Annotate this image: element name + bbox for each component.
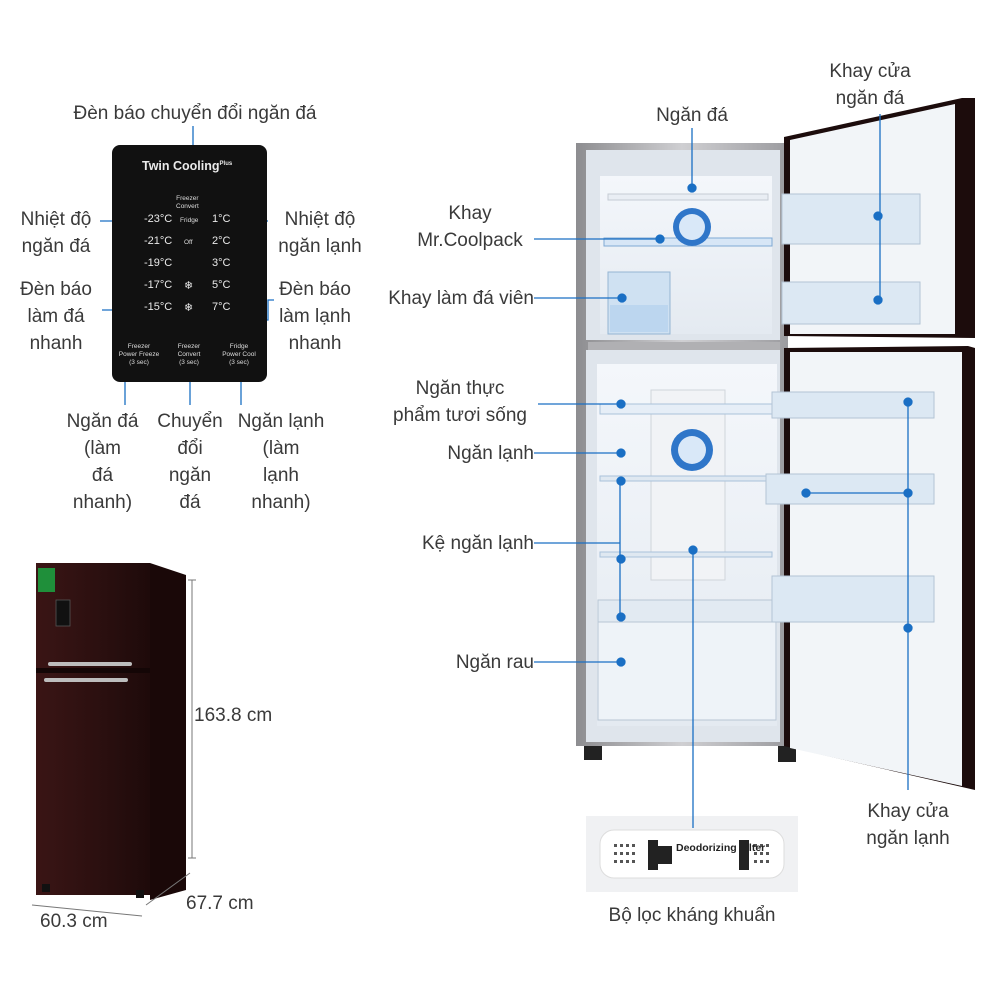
fridge-temp-1: 1°C xyxy=(212,213,231,225)
label-fresh-food: Ngăn thực phẩm tươi sống xyxy=(393,378,527,426)
label-fridge-compartment: Ngăn lạnh xyxy=(447,443,534,464)
fridge-temp-3: 3°C xyxy=(212,257,231,269)
label-ice-tray: Khay làm đá viên xyxy=(388,288,534,309)
fridge-temp-5: 7°C xyxy=(212,301,231,313)
callout-lines xyxy=(100,114,913,828)
label-fridge-temp: Nhiệt độ ngăn lạnh xyxy=(278,209,362,257)
label-coolpack-tray: Khay Mr.Coolpack xyxy=(417,203,523,251)
label-freezer-door-tray: Khay cửa ngăn đá xyxy=(829,61,911,109)
convert-off-label: Off xyxy=(184,239,193,246)
label-fridge-shelf: Kệ ngăn lạnh xyxy=(422,533,534,554)
freezer-temp-4: -17°C xyxy=(144,279,173,291)
freezer-temp-2: -21°C xyxy=(144,235,173,247)
freezer-convert-button[interactable]: Freezer Convert (3 sec) xyxy=(177,343,201,366)
filter-text: Deodorizing Filter xyxy=(676,842,766,854)
freezer-temp-5: -15°C xyxy=(144,301,173,313)
fast-cool-icon: ❄ xyxy=(184,302,194,314)
label-freezer-compartment: Ngăn đá xyxy=(656,105,728,126)
control-panel: Twin CoolingPlus -23°C -21°C -19°C -17°C… xyxy=(112,145,267,382)
label-fast-freeze-light: Đèn báo làm đá nhanh xyxy=(20,279,92,354)
open-fridge xyxy=(576,98,975,790)
label-convert-indicator: Đèn báo chuyển đổi ngăn đá xyxy=(73,103,317,124)
convert-indicator-label: Freezer Convert xyxy=(176,195,199,210)
freezer-power-freeze-button[interactable]: Freezer Power Freeze (3 sec) xyxy=(118,343,160,366)
fridge-temp-2: 2°C xyxy=(212,235,231,247)
label-fridge-fast: Ngăn lạnh (làm lạnh nhanh) xyxy=(237,411,325,513)
small-fridge xyxy=(31,563,196,917)
label-filter: Bộ lọc kháng khuẩn xyxy=(608,905,776,926)
dimension-height: 163.8 cm xyxy=(194,705,273,726)
freezer-temp-1: -23°C xyxy=(144,213,173,225)
label-freezer-fast: Ngăn đá (làm đá nhanh) xyxy=(66,411,139,513)
convert-fridge-label: Fridge xyxy=(180,217,199,224)
dimension-width: 60.3 cm xyxy=(40,911,108,932)
freezer-temp-3: -19°C xyxy=(144,257,173,269)
label-freezer-temp: Nhiệt độ ngăn đá xyxy=(20,209,92,257)
filter-illustration xyxy=(586,816,798,892)
label-fridge-door-tray: Khay cửa ngăn lạnh xyxy=(866,801,950,849)
fast-freeze-icon: ❄ xyxy=(184,280,194,292)
dimension-depth: 67.7 cm xyxy=(186,893,254,914)
label-veg-drawer: Ngăn rau xyxy=(455,652,534,673)
fridge-power-cool-button[interactable]: Fridge Power Cool (3 sec) xyxy=(222,343,256,366)
panel-brand: Twin CoolingPlus xyxy=(142,159,233,173)
label-fast-cool-light: Đèn báo làm lạnh nhanh xyxy=(279,279,351,354)
label-convert-freezer: Chuyển đổi ngăn đá xyxy=(157,411,223,513)
fridge-temp-4: 5°C xyxy=(212,279,231,291)
